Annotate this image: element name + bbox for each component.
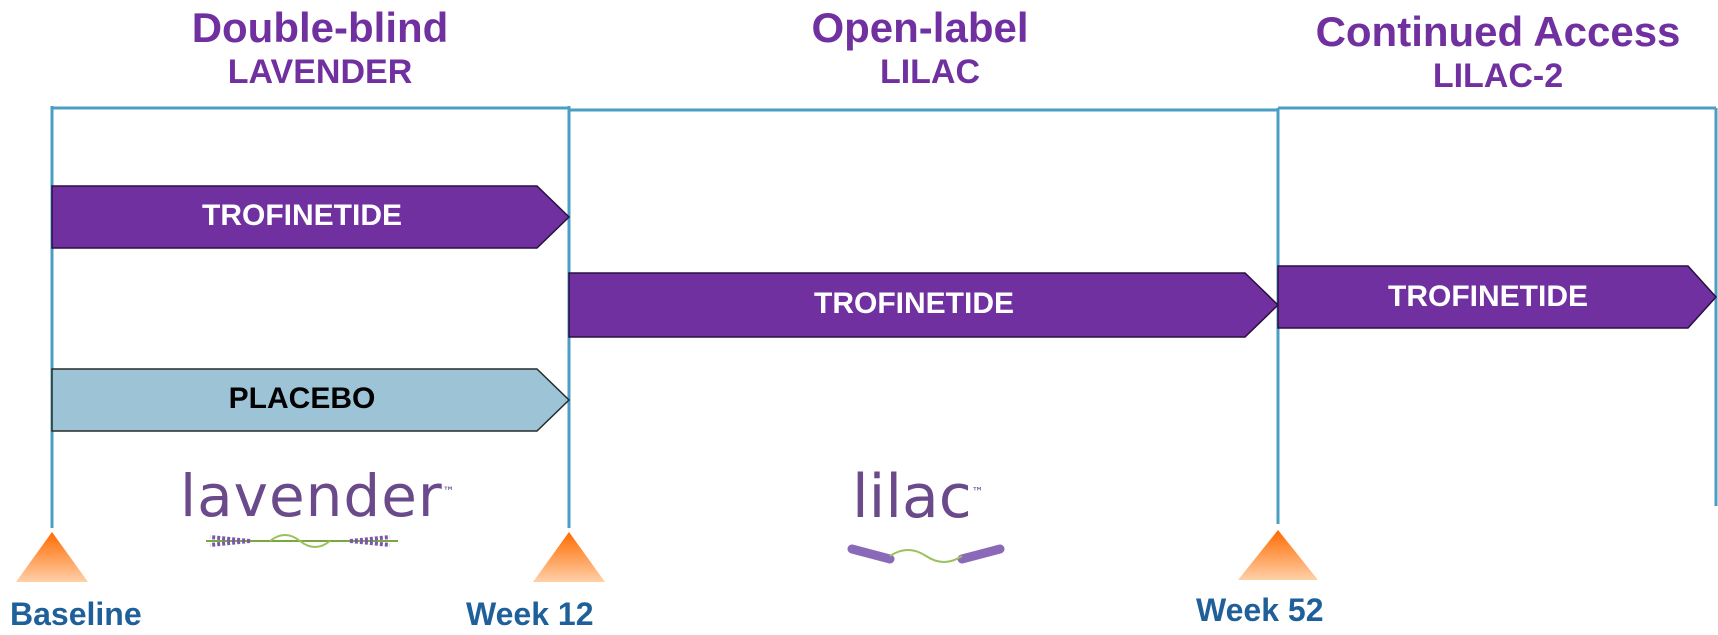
lavender-drug-arrow xyxy=(51,185,571,249)
lilac-logo-text: lilac xyxy=(852,462,972,532)
lavender-placebo-label: PLACEBO xyxy=(228,382,376,415)
phase-title-continued-access: Continued Access LILAC-2 xyxy=(1278,8,1718,96)
lavender-logo-text: lavender xyxy=(180,462,443,530)
phase-name: Double-blind xyxy=(191,4,449,51)
phase-title-double-blind: Double-blind LAVENDER xyxy=(110,4,530,92)
lilac-drug-arrow xyxy=(568,272,1280,338)
lavender-sprig-icon xyxy=(206,534,398,548)
study-name: LAVENDER xyxy=(227,53,413,91)
lilac-sprig-icon xyxy=(847,544,1005,564)
phase-title-open-label: Open-label LILAC xyxy=(680,4,1180,92)
week52-marker xyxy=(1238,530,1318,580)
lavender-placebo-arrow xyxy=(51,368,571,432)
phase-name: Continued Access xyxy=(1315,8,1681,55)
lavender-logo: lavender™ xyxy=(180,462,456,530)
milestone-week52: Week 52 xyxy=(1196,592,1324,628)
trademark-mark: ™ xyxy=(442,484,456,499)
study-name: LILAC xyxy=(879,53,981,91)
lilac-logo: lilac™ xyxy=(852,462,984,532)
lavender-drug-label: TROFINETIDE xyxy=(202,199,402,232)
milestone-baseline: Baseline xyxy=(10,596,142,632)
baseline-marker xyxy=(16,532,88,582)
phase-name: Open-label xyxy=(811,4,1029,51)
trademark-mark: ™ xyxy=(971,485,984,499)
lilac2-drug-label: TROFINETIDE xyxy=(1388,280,1588,313)
milestone-week12: Week 12 xyxy=(466,596,594,632)
study-name: LILAC-2 xyxy=(1432,57,1564,95)
lilac-drug-label: TROFINETIDE xyxy=(814,287,1014,320)
week12-marker xyxy=(533,532,605,582)
lilac2-drug-arrow xyxy=(1277,265,1718,329)
